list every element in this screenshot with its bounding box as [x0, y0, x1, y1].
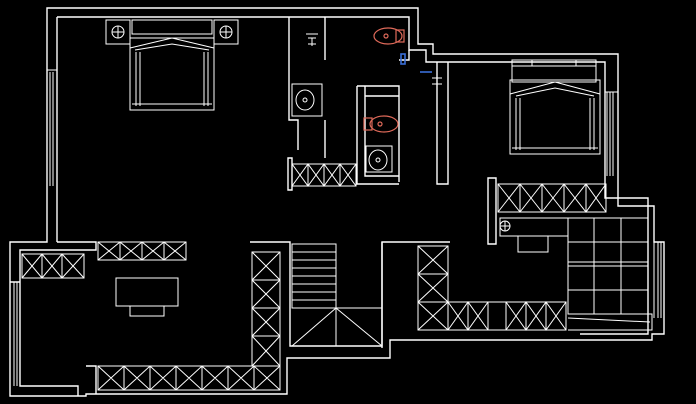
- wardrobe-cabinet: [251, 251, 281, 367]
- headboard: [131, 19, 213, 35]
- wardrobe-cabinet: [97, 365, 281, 391]
- valve-icon: [432, 74, 442, 85]
- nightstand-left: [105, 19, 131, 45]
- right-top-window: [605, 91, 618, 176]
- bedroom-top-left: [105, 19, 239, 111]
- door-marker: [400, 53, 406, 65]
- wardrobe-cabinet: [497, 183, 607, 213]
- hall-wall: [399, 50, 449, 185]
- left-window: [46, 69, 57, 186]
- bedroom-top-right: [487, 59, 607, 253]
- bathroom-two: [363, 53, 442, 173]
- bathroom-one: [287, 27, 405, 191]
- bedroom-bottom-right: [417, 217, 653, 331]
- toilet-icon: [373, 27, 405, 45]
- bath-wall-1: [288, 17, 299, 150]
- staircase: [291, 243, 383, 347]
- bed-icon: [129, 37, 215, 111]
- chair-icon: [517, 235, 549, 253]
- lower-left-window: [9, 282, 18, 386]
- bath-wall-3: [356, 86, 399, 185]
- wardrobe-cabinet: [21, 253, 85, 279]
- sink-icon: [291, 83, 323, 117]
- toilet-icon: [363, 115, 399, 133]
- outer-wall: [9, 7, 665, 397]
- nightstand-right: [213, 19, 239, 45]
- wardrobe-cabinet: [447, 301, 567, 331]
- wardrobe-cabinet: [97, 241, 187, 261]
- lower-left-wall: [10, 241, 97, 396]
- sink-icon: [365, 145, 393, 173]
- wardrobe-cabinet: [417, 245, 449, 331]
- shower-icon: [306, 33, 318, 46]
- bed-icon: [509, 79, 601, 155]
- living-room: [21, 241, 281, 394]
- chair-icon: [129, 305, 165, 317]
- right-window: [653, 242, 662, 318]
- bath-wall-4: [357, 85, 400, 182]
